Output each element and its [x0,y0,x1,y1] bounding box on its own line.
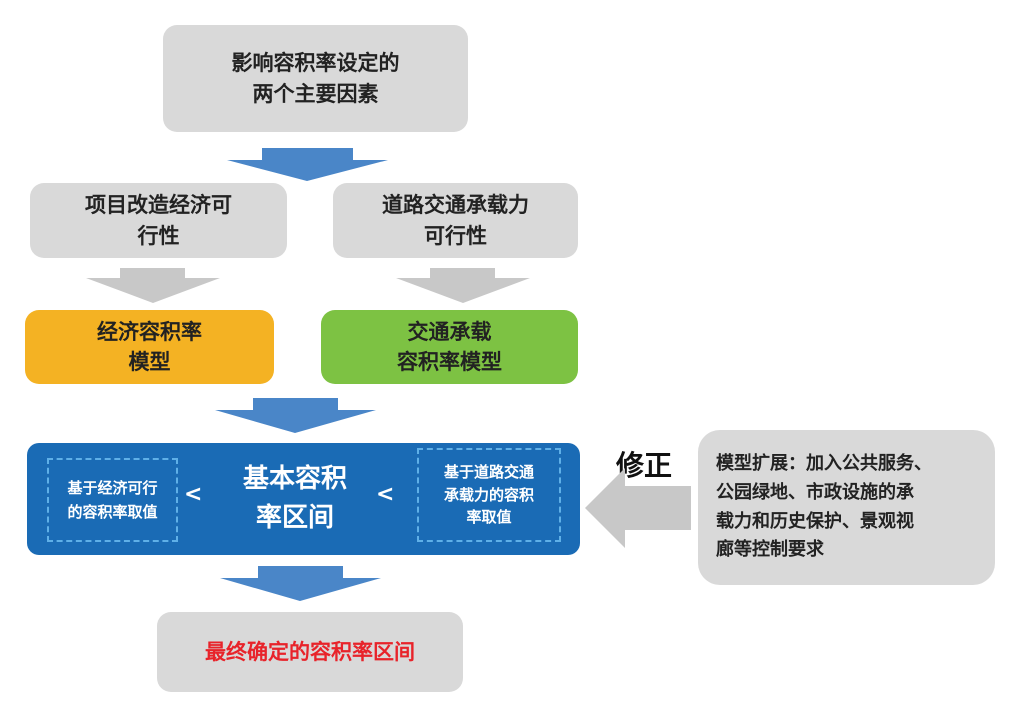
factor-left-line2: 行性 [137,223,180,248]
model-left-line1: 经济容积率 [97,319,202,344]
factor-right-line1: 道路交通承载力 [382,193,529,218]
basic-line1: 基本容积 [242,464,347,494]
extension-line3: 载力和历史保护、景观视 [716,510,914,532]
economic-model-box: 经济容积率模型 [25,310,274,384]
basic-range-title: 基本容积率区间 [210,455,380,543]
down-arrow-2 [215,398,376,433]
traffic-model-box: 交通承载容积率模型 [321,310,578,384]
traffic-value-line2: 承载力的容积 [443,485,534,504]
extension-line4: 廊等控制要求 [716,539,824,561]
top-line1: 影响容积率设定的 [231,51,400,76]
traffic-value-line1: 基于道路交通 [443,463,534,482]
gray-down-arrow-left [86,268,220,303]
down-arrow-3 [220,566,381,601]
extension-line1: 模型扩展：加入公共服务、 [716,452,932,474]
model-right-line2: 容积率模型 [397,350,502,374]
economic-value-line2: 的容积率取值 [67,503,158,521]
factor-right-box: 道路交通承载力可行性 [333,183,578,258]
extension-line2: 公园绿地、市政设施的承 [716,481,914,503]
factor-left-line1: 项目改造经济可 [85,193,232,218]
economic-value-box: 基于经济可行的容积率取值 [47,458,178,542]
model-extension-box: 模型扩展：加入公共服务、公园绿地、市政设施的承载力和历史保护、景观视廊等控制要求 [698,430,995,585]
gray-left-arrow [585,468,691,548]
factor-right-line2: 可行性 [424,223,487,248]
gray-down-arrow-right [396,268,530,303]
less-than-2: < [376,482,395,507]
basic-range-box [27,443,580,555]
traffic-value-box: 基于道路交通承载力的容积率取值 [417,448,561,542]
down-arrow-1 [227,148,388,181]
factor-left-box: 项目改造经济可行性 [30,183,287,258]
less-than-1: < [184,482,203,507]
correction-label: 修正 [616,449,673,482]
final-range-box: 最终确定的容积率区间 [157,612,463,692]
final-range-text: 最终确定的容积率区间 [205,639,415,664]
basic-line2: 率区间 [255,503,334,533]
top-line2: 两个主要因素 [252,81,379,106]
model-right-line1: 交通承载 [407,319,492,344]
top-box: 影响容积率设定的两个主要因素 [163,25,468,132]
traffic-value-line3: 率取值 [466,508,512,527]
model-left-line2: 模型 [128,350,171,374]
economic-value-line1: 基于经济可行 [67,479,158,497]
